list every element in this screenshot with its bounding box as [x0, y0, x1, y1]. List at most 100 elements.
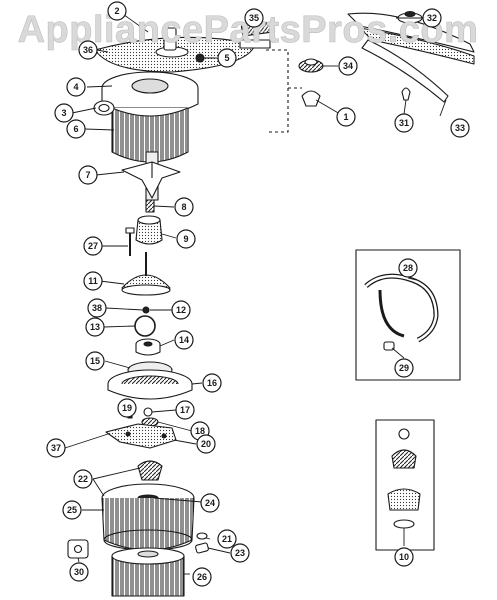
callout-number: 9	[183, 234, 188, 244]
callout-circle	[192, 567, 212, 587]
callout-number: 16	[207, 378, 217, 388]
callout-number: 1	[343, 112, 348, 122]
callout-21: 21	[217, 529, 237, 549]
gasket-drawing	[67, 539, 89, 559]
callout-33: 33	[450, 118, 470, 138]
callout-circle	[394, 547, 414, 567]
callout-circle	[200, 493, 220, 513]
callout-35: 35	[244, 8, 264, 28]
callout-number: 27	[88, 241, 98, 251]
callout-number: 28	[403, 263, 413, 273]
callout-number: 35	[249, 13, 259, 23]
screw-drawing	[195, 53, 214, 63]
callout-circle	[66, 77, 86, 97]
callout-circle	[450, 118, 470, 138]
callout-number: 6	[73, 124, 78, 134]
callout-number: 13	[90, 322, 100, 332]
callout-circle	[394, 358, 414, 378]
callout-circle	[62, 500, 82, 520]
callout-17: 17	[175, 400, 195, 420]
callout-number: 19	[122, 403, 132, 413]
callout-1: 1	[336, 107, 356, 127]
leader-lines	[64, 11, 447, 575]
callout-circle	[69, 562, 89, 582]
callout-25: 25	[62, 500, 82, 520]
kit-box-drawing	[375, 419, 435, 551]
callout-circle	[85, 351, 105, 371]
callout-circle	[175, 400, 195, 420]
callout-13: 13	[85, 317, 105, 337]
callout-circle	[171, 300, 191, 320]
callout-number: 2	[114, 6, 119, 16]
callout-29: 29	[394, 358, 414, 378]
sump-drawing	[101, 460, 195, 551]
lower-plate-drawing	[107, 361, 193, 400]
callout-number: 17	[180, 405, 190, 415]
callout-31: 31	[394, 113, 414, 133]
spray-nut-drawing	[298, 58, 324, 107]
callout-28: 28	[398, 258, 418, 278]
callout-number: 12	[176, 305, 186, 315]
callout-circle	[336, 107, 356, 127]
callout-circle	[78, 165, 98, 185]
callout-2: 2	[107, 1, 127, 21]
callout-6: 6	[66, 119, 86, 139]
callout-19: 19	[117, 398, 137, 418]
callout-circle	[117, 398, 137, 418]
callout-number: 26	[197, 572, 207, 582]
callout-circle	[78, 40, 98, 60]
callout-number: 20	[201, 439, 211, 449]
callout-number: 8	[181, 202, 186, 212]
callout-circle	[230, 543, 250, 563]
callout-circle	[422, 8, 442, 28]
motor-drawing	[111, 547, 185, 597]
callout-circle	[174, 197, 194, 217]
callout-number: 38	[92, 303, 102, 313]
callout-number: 36	[83, 45, 93, 55]
callout-circle	[394, 113, 414, 133]
callout-number: 18	[195, 426, 205, 436]
callout-number: 3	[61, 108, 66, 118]
ring-drawing	[93, 100, 115, 116]
pump-housing-drawing	[101, 71, 199, 163]
callout-number: 31	[399, 118, 409, 128]
callout-15: 15	[85, 351, 105, 371]
callout-23: 23	[230, 543, 250, 563]
callout-3: 3	[54, 103, 74, 123]
callout-27: 27	[83, 236, 103, 256]
callout-number: 30	[74, 567, 84, 577]
callout-8: 8	[174, 197, 194, 217]
filter-disc-drawing	[94, 27, 256, 73]
callout-number: 24	[205, 498, 215, 508]
callout-number: 5	[224, 53, 229, 63]
callout-number: 25	[67, 505, 77, 515]
bolt-drawing	[125, 227, 135, 256]
callout-7: 7	[78, 165, 98, 185]
callout-14: 14	[174, 330, 194, 350]
callout-number: 34	[343, 61, 353, 71]
callout-circle	[244, 8, 264, 28]
callout-number: 37	[51, 443, 61, 453]
spray-arm-drawing	[347, 10, 475, 103]
callout-37: 37	[46, 438, 66, 458]
callout-circle	[217, 48, 237, 68]
callout-circle	[176, 229, 196, 249]
callout-circle	[87, 298, 107, 318]
callout-number: 22	[78, 474, 88, 484]
callout-38: 38	[87, 298, 107, 318]
callout-number: 14	[179, 335, 189, 345]
callout-number: 33	[455, 123, 465, 133]
callout-12: 12	[171, 300, 191, 320]
callout-circle	[174, 330, 194, 350]
callout-circle	[83, 236, 103, 256]
callout-circle	[54, 103, 74, 123]
callout-number: 32	[427, 13, 437, 23]
callout-number: 11	[88, 276, 98, 286]
callout-circle	[73, 469, 93, 489]
callout-circle	[83, 271, 103, 291]
callout-circle	[46, 438, 66, 458]
callout-number: 10	[399, 552, 409, 562]
clip-drawing	[195, 532, 209, 554]
